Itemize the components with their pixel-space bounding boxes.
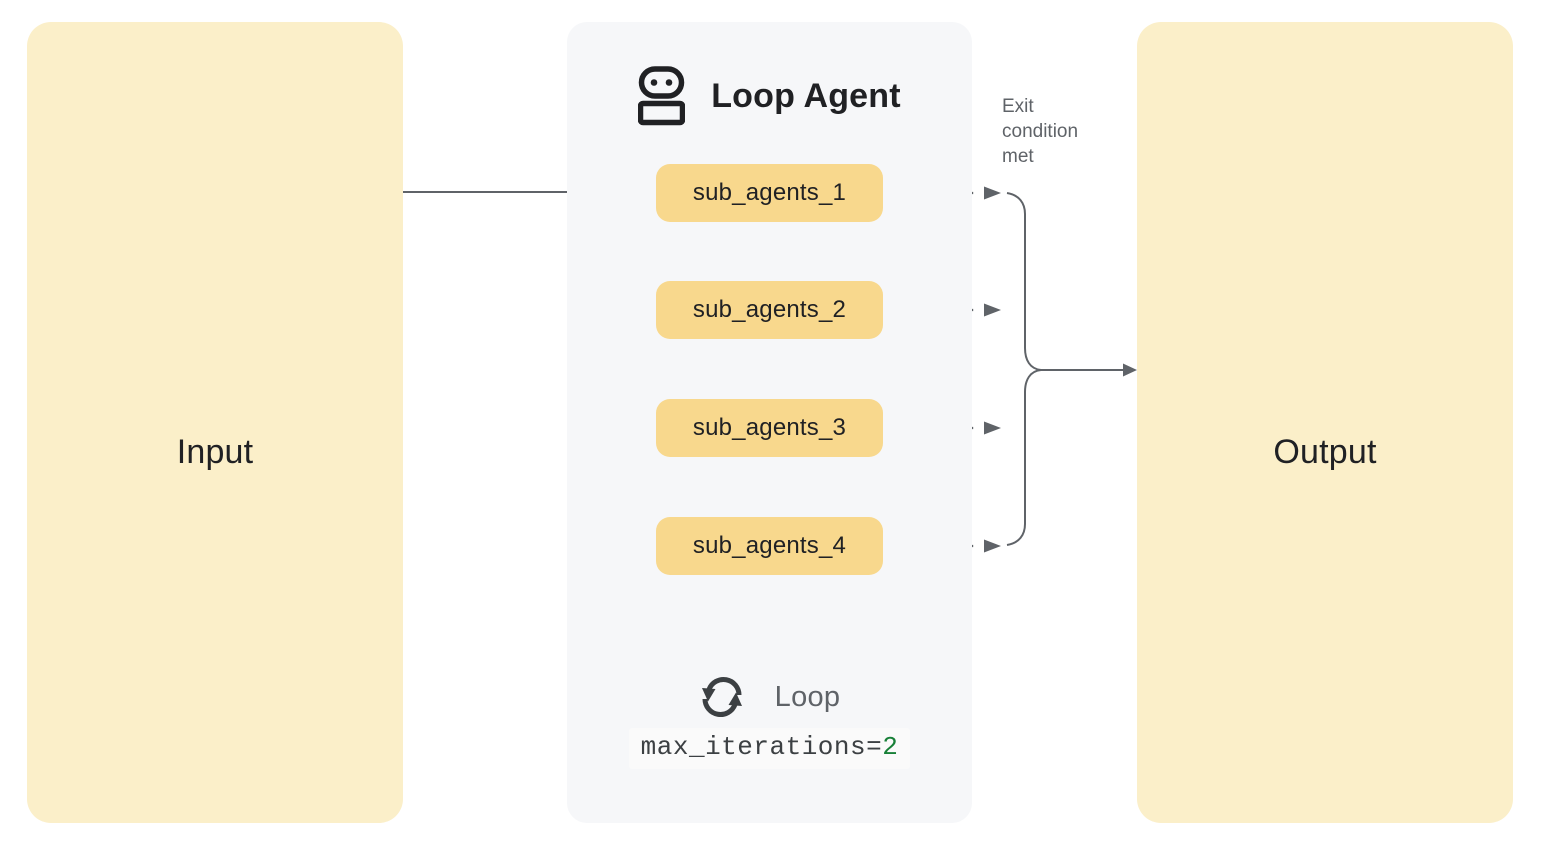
loop-indicator: Loop bbox=[567, 672, 972, 722]
loop-agent-header: Loop Agent bbox=[567, 62, 972, 130]
exit-arrowhead-1 bbox=[984, 186, 1001, 200]
sub-agent-box-2: sub_agents_2 bbox=[656, 281, 883, 339]
loop-label: Loop bbox=[774, 680, 841, 713]
robot-icon bbox=[638, 66, 686, 126]
input-box: Input bbox=[27, 22, 403, 823]
exit-arrowhead-3 bbox=[984, 421, 1001, 435]
exit-arrowhead-4 bbox=[984, 539, 1001, 553]
output-box: Output bbox=[1137, 22, 1513, 823]
sub-agent-label-3: sub_agents_3 bbox=[692, 414, 847, 441]
sub-agent-label-1: sub_agents_1 bbox=[692, 179, 847, 206]
sub-agent-label-2: sub_agents_2 bbox=[692, 296, 847, 323]
max-iterations-row: max_iterations=2 bbox=[567, 728, 972, 769]
sub-agent-box-4: sub_agents_4 bbox=[656, 517, 883, 575]
exit-brace bbox=[1006, 192, 1042, 546]
input-label: Input bbox=[176, 433, 254, 471]
output-arrowhead bbox=[1123, 363, 1137, 377]
sub-agent-box-3: sub_agents_3 bbox=[656, 399, 883, 457]
sub-agent-label-4: sub_agents_4 bbox=[692, 532, 847, 559]
loop-sync-icon bbox=[701, 676, 742, 718]
loop-agent-title: Loop Agent bbox=[711, 76, 901, 115]
exit-arrowhead-2 bbox=[984, 303, 1001, 317]
max-iterations-value: 2 bbox=[882, 732, 899, 762]
max-iterations-code: max_iterations=2 bbox=[628, 728, 911, 769]
output-label: Output bbox=[1273, 433, 1377, 471]
sub-agent-box-1: sub_agents_1 bbox=[656, 164, 883, 222]
max-iterations-prefix: max_iterations= bbox=[640, 732, 883, 762]
exit-condition-note: Exit condition met bbox=[1002, 96, 1079, 167]
